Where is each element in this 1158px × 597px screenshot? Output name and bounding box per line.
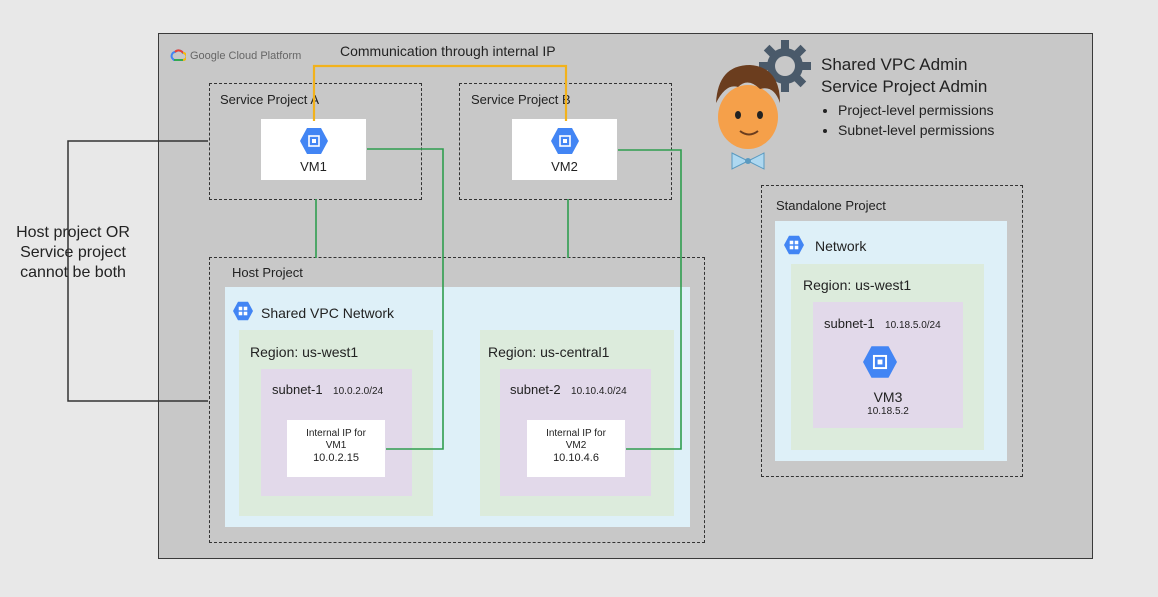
- standalone-subnet-cidr: 10.18.5.0/24: [885, 320, 941, 331]
- admin-title-line1: Shared VPC Admin: [821, 55, 968, 74]
- left-note: Host project OR Service project cannot b…: [8, 223, 138, 283]
- admin-permission-item: Project-level permissions: [838, 100, 994, 120]
- vm3-label: VM3: [873, 389, 903, 405]
- vm2-ip-line2: VM2: [565, 440, 587, 451]
- gcp-logo: Google Cloud Platform: [170, 49, 301, 63]
- standalone-project-title: Standalone Project: [776, 198, 886, 213]
- host-project: [209, 257, 705, 543]
- vm1-ip: 10.0.2.15: [313, 452, 359, 464]
- shared-vpc-network-title: Shared VPC Network: [261, 305, 395, 321]
- region-us-west1-title: Region: us-west1: [250, 344, 359, 360]
- vm3-ip: 10.18.5.2: [867, 406, 909, 417]
- vm1-ip-line2: VM1: [325, 440, 347, 451]
- vm1-ip-line1: Internal IP for: [306, 428, 366, 439]
- compute-icon: [551, 128, 579, 154]
- standalone-subnet-name: subnet-1: [824, 316, 875, 331]
- subnet-2-label: subnet-2 10.10.4.0/24: [510, 381, 627, 399]
- standalone-network-title: Network: [815, 238, 867, 254]
- host-project-title: Host Project: [232, 265, 303, 280]
- region-us-central1-title: Region: us-central1: [488, 344, 610, 360]
- admin-permission-item: Subnet-level permissions: [838, 120, 994, 140]
- left-note-line2: Service project: [20, 244, 126, 261]
- standalone-subnet-label: subnet-1 10.18.5.0/24: [824, 315, 941, 333]
- admin-avatar-icon: [716, 65, 780, 170]
- gcp-logo-text: Google Cloud Platform: [190, 50, 302, 62]
- vm2-label: VM2: [551, 159, 578, 174]
- vm1-internal-ip-box: Internal IP for VM1 10.0.2.15: [287, 420, 385, 477]
- vm2-ip: 10.10.4.6: [553, 452, 599, 464]
- service-project-a-title: Service Project A: [220, 92, 319, 107]
- subnet-1-label: subnet-1 10.0.2.0/24: [272, 381, 383, 399]
- vm2-card: VM2: [512, 119, 617, 180]
- service-project-b-title: Service Project B: [471, 92, 571, 107]
- standalone-project: [761, 185, 1023, 477]
- admin-permissions-list: Project-level permissions Subnet-level p…: [822, 100, 994, 140]
- comm-label: Communication through internal IP: [340, 43, 556, 59]
- compute-icon: [863, 346, 897, 378]
- compute-icon: [300, 128, 328, 154]
- gcp-logo-icon: [170, 49, 186, 61]
- vm1-label: VM1: [300, 159, 327, 174]
- subnet-1-name: subnet-1: [272, 382, 323, 397]
- left-note-line1: Host project OR: [16, 224, 130, 241]
- left-note-line3: cannot be both: [20, 264, 126, 281]
- vm2-internal-ip-box: Internal IP for VM2 10.10.4.6: [527, 420, 625, 477]
- subnet-2-name: subnet-2: [510, 382, 561, 397]
- standalone-region-title: Region: us-west1: [803, 277, 912, 293]
- admin-title: Shared VPC Admin Service Project Admin: [821, 54, 987, 98]
- network-icon: [233, 301, 253, 321]
- vm1-card: VM1: [261, 119, 366, 180]
- subnet-2-cidr: 10.10.4.0/24: [571, 386, 627, 397]
- admin-title-line2: Service Project Admin: [821, 77, 988, 96]
- network-icon: [784, 235, 804, 255]
- subnet-1-cidr: 10.0.2.0/24: [333, 386, 384, 397]
- vm2-ip-line1: Internal IP for: [546, 428, 606, 439]
